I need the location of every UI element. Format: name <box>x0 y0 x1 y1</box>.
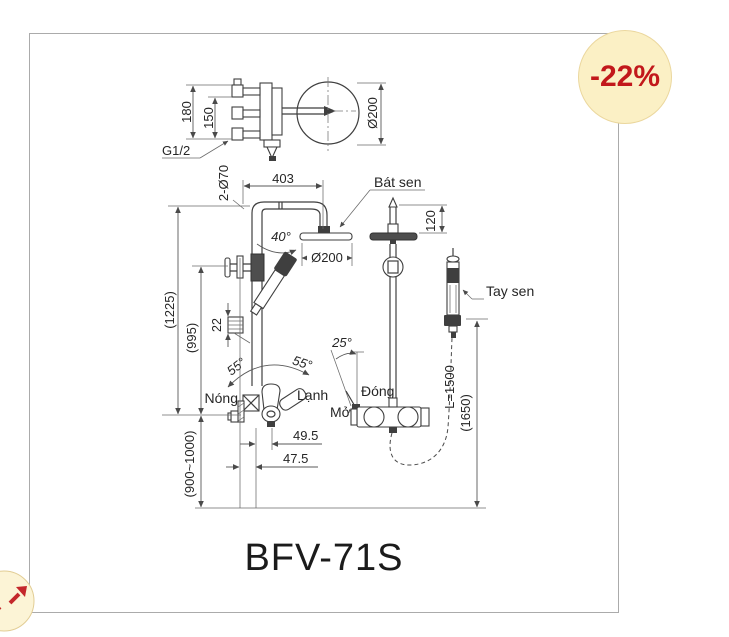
label-hand-shower: Tay sen <box>486 283 534 299</box>
dim-riser-height: (995) <box>184 323 199 353</box>
mixer-valve-front <box>227 383 307 427</box>
label-hot: Nóng <box>205 390 238 406</box>
dim-head-drop: 120 <box>423 210 438 232</box>
dim-head-diameter-front: Ø200 <box>311 250 343 265</box>
dim-escutcheon: 2-Ø70 <box>216 165 231 201</box>
dim-swing-right: 55° <box>291 353 314 373</box>
dim-150: 150 <box>201 107 216 129</box>
dim-180: 180 <box>179 101 194 123</box>
hand-shower-side <box>444 248 461 338</box>
dim-arm-reach: 403 <box>272 171 294 186</box>
label-open: Mở <box>330 404 351 420</box>
dim-overall-height: (1225) <box>162 291 177 329</box>
dim-wall-offset: 47.5 <box>283 451 308 466</box>
hand-shower-holder <box>250 253 265 282</box>
mixer-valve-side <box>345 390 430 433</box>
expand-arrows-icon <box>0 570 35 632</box>
label-head-shower: Bát sen <box>374 174 421 190</box>
dim-swing-left: 55° <box>224 354 249 378</box>
mixer-handle <box>261 383 281 411</box>
dim-lever-angle: 25° <box>331 335 352 350</box>
valve-detail-view: 180 150 G1/2 2-Ø70 <box>162 78 336 210</box>
shower-hose <box>389 337 453 466</box>
dim-hose-length: L=1500 <box>442 365 457 409</box>
product-image-frame <box>29 33 619 613</box>
dim-head-diameter-top: Ø200 <box>365 97 380 129</box>
height-dimensions: (1225) (995) (900~1000) <box>162 205 486 509</box>
head-top-view: Ø200 <box>296 77 386 151</box>
dim-holder-block: 22 <box>210 318 224 332</box>
label-cold: Lạnh <box>297 387 328 403</box>
label-thread-size: G1/2 <box>162 143 190 158</box>
dim-head-tilt: 40° <box>271 229 291 244</box>
side-view: 120 25° Đóng Mở L=1500 <box>330 196 534 508</box>
head-shower-front <box>299 232 353 241</box>
model-number: BFV-71S <box>244 537 404 579</box>
dim-hand-shower-height: (1650) <box>458 394 473 432</box>
dim-install-height: (900~1000) <box>182 431 197 498</box>
head-shower-side <box>369 232 418 241</box>
hand-shower-front <box>249 251 297 316</box>
front-view: 403 Bát sen 40° Ø200 22 <box>205 171 425 470</box>
dim-handle-offset: 49.5 <box>293 428 318 443</box>
label-closed: Đóng <box>361 383 394 399</box>
discount-badge: -22% <box>578 30 672 124</box>
expand-button[interactable] <box>0 570 35 632</box>
